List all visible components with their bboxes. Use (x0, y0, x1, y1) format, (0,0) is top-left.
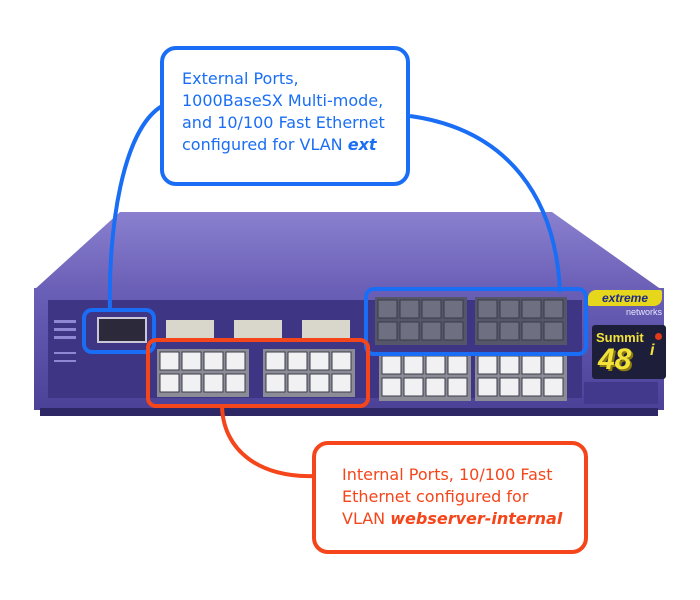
rj45-port (477, 355, 498, 375)
chassis-base (40, 408, 658, 416)
gbic-slots (97, 317, 350, 343)
external-connector-left (107, 104, 164, 313)
rj45-port (203, 373, 224, 393)
rj45-port (499, 321, 520, 341)
rj45-port (331, 373, 352, 393)
vlan-name-ext: ext (347, 135, 377, 154)
rj45-port (265, 351, 286, 371)
rj45-port (181, 373, 202, 393)
rj45-port (543, 299, 564, 319)
model-name: Summit (596, 330, 644, 345)
rj45-port (381, 355, 402, 375)
callout-line: and 10/100 Fast Ethernet (182, 113, 385, 132)
rj45-port (443, 299, 464, 319)
chassis-top (34, 212, 662, 290)
rj45-port (499, 377, 520, 397)
rj45-port (521, 355, 542, 375)
rj45-port (403, 377, 424, 397)
rj45-port (287, 373, 308, 393)
callout-prefix: configured for VLAN (182, 135, 348, 154)
logo-brand-bottom: networks (625, 307, 662, 317)
rj45-port (225, 373, 246, 393)
callout-line: Internal Ports, 10/100 Fast (342, 465, 553, 484)
internal-ports-highlight (146, 338, 370, 408)
callout-prefix: VLAN (342, 509, 391, 528)
rj45-port (309, 373, 330, 393)
badge-dot-icon (655, 333, 662, 340)
rj45-port (543, 377, 564, 397)
callout-line: Ethernet configured for (342, 487, 529, 506)
rj45-port (203, 351, 224, 371)
vent-area (584, 382, 658, 404)
logo-brand-top: extreme (588, 290, 662, 306)
external-ports-highlight (364, 287, 588, 356)
external-gbic-highlight (82, 308, 156, 354)
rj45-port (287, 351, 308, 371)
rj45-port (159, 351, 180, 371)
rj45-port (425, 377, 446, 397)
vlan-name-internal: webserver-internal (390, 509, 563, 528)
rj45-port (477, 321, 498, 341)
summit-model-badge: Summit 48 i (592, 325, 666, 379)
rj45-port (421, 299, 442, 319)
rj45-port (331, 351, 352, 371)
rj45-port (159, 373, 180, 393)
rj45-port (181, 351, 202, 371)
rj45-port (265, 373, 286, 393)
rj45-port (377, 299, 398, 319)
status-led-panel (54, 320, 76, 362)
rj45-port-groups (157, 297, 567, 401)
rj45-port (477, 377, 498, 397)
rj45-port (477, 299, 498, 319)
rj45-port (499, 355, 520, 375)
external-connector-right (409, 114, 562, 293)
external-ports-callout: External Ports, 1000BaseSX Multi-mode, a… (160, 46, 410, 186)
rj45-port (447, 355, 468, 375)
rj45-port (521, 321, 542, 341)
rj45-port (499, 299, 520, 319)
callout-line: 1000BaseSX Multi-mode, (182, 91, 384, 110)
rj45-port (421, 321, 442, 341)
rj45-port (521, 299, 542, 319)
rj45-port (225, 351, 246, 371)
callout-last-line: configured for VLAN ext (182, 134, 396, 156)
rj45-port (521, 377, 542, 397)
rj45-port (399, 299, 420, 319)
rj45-port (447, 377, 468, 397)
extreme-networks-logo: extreme networks (588, 290, 662, 320)
internal-ports-callout: Internal Ports, 10/100 Fast Ethernet con… (312, 441, 588, 554)
rj45-port (425, 355, 446, 375)
rj45-port (403, 355, 424, 375)
rj45-port (543, 321, 564, 341)
model-number: 48 (598, 343, 632, 376)
rj45-port (543, 355, 564, 375)
rj45-port (377, 321, 398, 341)
callout-last-line: VLAN webserver-internal (342, 508, 576, 530)
callout-line: External Ports, (182, 69, 299, 88)
internal-connector (220, 403, 315, 479)
model-suffix: i (650, 342, 655, 359)
rj45-port (381, 377, 402, 397)
rj45-port (443, 321, 464, 341)
rj45-port (399, 321, 420, 341)
rj45-port (309, 351, 330, 371)
